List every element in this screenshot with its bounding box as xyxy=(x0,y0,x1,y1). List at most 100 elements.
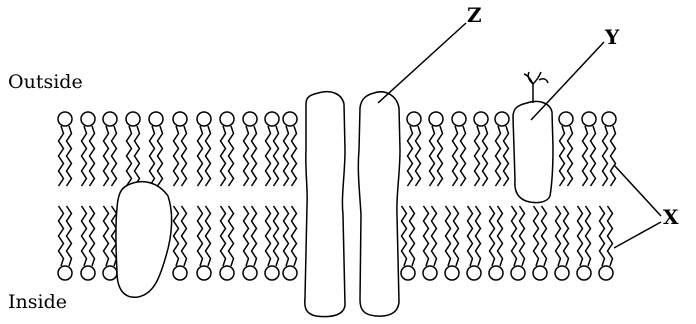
label-outside: Outside xyxy=(8,71,83,93)
fatty-acid-tail xyxy=(229,126,234,186)
fatty-acid-tail xyxy=(461,126,466,186)
fatty-acid-tail xyxy=(600,206,605,266)
fatty-acid-tail xyxy=(454,206,459,266)
phosphate-head xyxy=(577,266,591,280)
fatty-acid-tail xyxy=(408,126,413,186)
phosphate-head xyxy=(81,266,95,280)
fatty-acid-tail xyxy=(104,206,109,266)
fatty-acid-tail xyxy=(206,206,211,266)
leader-line-x-lower xyxy=(614,222,661,248)
phosphate-head xyxy=(423,266,437,280)
fatty-acid-tail xyxy=(560,126,565,186)
fatty-acid-tail xyxy=(244,206,249,266)
fatty-acid-tail xyxy=(424,206,429,266)
phosphate-head xyxy=(533,266,547,280)
fatty-acid-tail xyxy=(82,126,87,186)
fatty-acid-tail xyxy=(438,126,443,186)
fatty-acid-tail xyxy=(416,126,421,186)
phosphate-head xyxy=(265,266,279,280)
phosphate-head xyxy=(407,112,421,126)
fatty-acid-tail xyxy=(410,206,415,266)
phosphate-head xyxy=(429,112,443,126)
phosphate-head xyxy=(445,266,459,280)
phosphate-head xyxy=(474,112,488,126)
fatty-acid-tail xyxy=(483,126,488,186)
fatty-acid-tail xyxy=(496,126,501,186)
fatty-acid-tail xyxy=(453,126,458,186)
fatty-acid-tail xyxy=(252,206,257,266)
phosphate-head xyxy=(220,266,234,280)
leader-line-z xyxy=(378,23,466,103)
integral-protein-inner xyxy=(116,182,172,298)
fatty-acid-tail xyxy=(446,206,451,266)
fatty-acid-tail xyxy=(586,206,591,266)
fatty-acid-tail xyxy=(266,126,271,186)
leader-line-y xyxy=(531,42,604,120)
phosphate-head xyxy=(599,266,613,280)
fatty-acid-tail xyxy=(512,206,517,266)
phosphate-head xyxy=(220,112,234,126)
fatty-acid-tail xyxy=(206,126,211,186)
phosphate-head xyxy=(283,266,297,280)
fatty-acid-tail xyxy=(158,126,163,186)
phosphate-head xyxy=(173,266,187,280)
fatty-acid-tail xyxy=(59,126,64,186)
fatty-acid-tail xyxy=(430,126,435,186)
fatty-acid-tail xyxy=(520,206,525,266)
fatty-acid-tail xyxy=(468,206,473,266)
fatty-acid-tail xyxy=(583,126,588,186)
leader-line-x-upper xyxy=(614,165,661,216)
fatty-acid-tail xyxy=(82,206,87,266)
fatty-acid-tail xyxy=(611,126,616,186)
phosphate-head xyxy=(149,112,163,126)
glycoprotein-y xyxy=(513,101,553,202)
fatty-acid-tail xyxy=(490,206,495,266)
fatty-acid-tail xyxy=(112,126,117,186)
fatty-acid-tail xyxy=(504,126,509,186)
phosphate-head xyxy=(452,112,466,126)
phosphate-head xyxy=(559,112,573,126)
phosphate-head xyxy=(126,112,140,126)
phosphate-head xyxy=(173,112,187,126)
phosphate-head xyxy=(58,112,72,126)
fatty-acid-tail xyxy=(221,206,226,266)
phosphate-head xyxy=(555,266,569,280)
fatty-acid-tail xyxy=(284,126,289,186)
fatty-acid-tail xyxy=(498,206,503,266)
phosphate-head xyxy=(511,266,525,280)
phosphate-head xyxy=(602,112,616,126)
fatty-acid-tail xyxy=(578,206,583,266)
carbohydrate-chain-icon xyxy=(524,72,548,103)
fatty-acid-tail xyxy=(284,206,289,266)
fatty-acid-tail xyxy=(182,206,187,266)
phosphate-head xyxy=(58,266,72,280)
label-y: Y xyxy=(604,25,620,49)
phosphate-head xyxy=(467,266,481,280)
fatty-acid-tail xyxy=(591,126,596,186)
phosphate-head xyxy=(197,266,211,280)
phosphate-head xyxy=(81,112,95,126)
fatty-acid-tail xyxy=(198,126,203,186)
fatty-acid-tail xyxy=(59,206,64,266)
fatty-acid-tail xyxy=(432,206,437,266)
channel-protein-left xyxy=(305,92,345,317)
phosphate-head xyxy=(489,266,503,280)
fatty-acid-tail xyxy=(568,126,573,186)
label-inside: Inside xyxy=(8,291,67,313)
fatty-acid-tail xyxy=(252,126,257,186)
fatty-acid-tail xyxy=(534,206,539,266)
fatty-acid-tail xyxy=(542,206,547,266)
fatty-acid-tail xyxy=(266,206,271,266)
fatty-acid-tail xyxy=(274,126,279,186)
fatty-acid-tail xyxy=(90,126,95,186)
fatty-acid-tail xyxy=(221,126,226,186)
phosphate-head xyxy=(103,266,117,280)
fatty-acid-tail xyxy=(556,206,561,266)
phosphate-head xyxy=(582,112,596,126)
phosphate-head xyxy=(243,112,257,126)
phosphate-head xyxy=(265,112,279,126)
fatty-acid-tail xyxy=(135,126,140,186)
fatty-acid-tail xyxy=(150,126,155,186)
fatty-acid-tail xyxy=(244,126,249,186)
